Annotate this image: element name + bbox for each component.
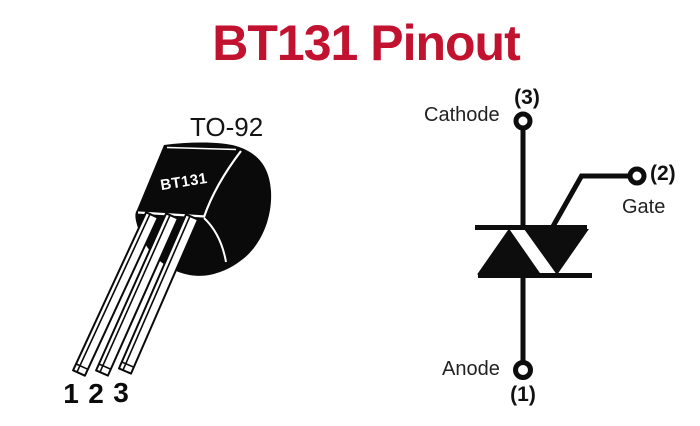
to92-top-edge-highlight [166, 146, 237, 151]
package-type-label: TO-92 [190, 112, 264, 142]
gate-label: Gate [622, 196, 666, 218]
pin-number-3: 3 [113, 377, 129, 408]
page-title: BT131 Pinout [212, 15, 520, 71]
to92-bottom-rim-line [203, 217, 227, 263]
pin-leg-3-edge [122, 215, 191, 371]
gate-lead [549, 173, 630, 231]
cathode-terminal-circle [513, 111, 533, 131]
cathode-label: Cathode [424, 104, 500, 126]
triac-down-triangle [524, 229, 589, 275]
pin-leg-3 [118, 213, 199, 375]
pin-leg-1 [72, 211, 159, 377]
pin-leg-3-tip-cap [121, 361, 135, 368]
to92-package-drawing [72, 142, 272, 377]
pin-number-1: 1 [63, 378, 79, 409]
pin-leg-2-tip-cap [98, 363, 112, 370]
cathode-pin-number: (3) [514, 86, 540, 109]
gate-terminal-circle [627, 166, 647, 186]
pin-leg-1-tip-cap [75, 363, 89, 371]
pin-number-2: 2 [88, 378, 104, 409]
gate-pin-number: (2) [650, 162, 676, 185]
pin-leg-1-edge [76, 213, 151, 373]
anode-label: Anode [442, 358, 500, 380]
to92-front-ridge-line [202, 150, 242, 218]
to92-package-body [135, 142, 272, 276]
pin-leg-2 [95, 212, 179, 377]
anode-terminal-circle [513, 360, 533, 380]
anode-pin-number: (1) [510, 383, 536, 406]
pin-leg-2-edge [99, 214, 171, 373]
triac-symbol [475, 111, 647, 380]
